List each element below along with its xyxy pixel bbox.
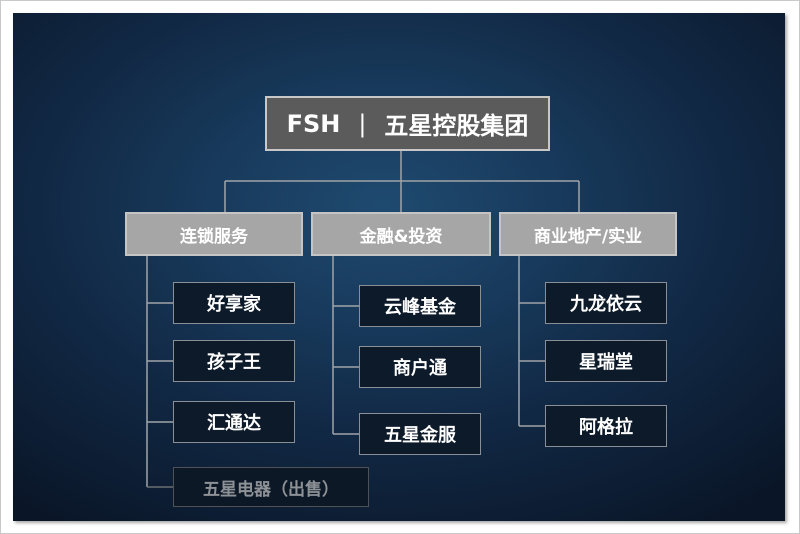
- leaf-label: 好享家: [207, 294, 261, 315]
- leaf-label: 九龙依云: [570, 294, 642, 315]
- connector-lines: [146, 151, 580, 488]
- category-label: 连锁服务: [180, 226, 248, 247]
- leaf-node: 好享家: [173, 282, 295, 324]
- leaf-label: 云峰基金: [384, 297, 456, 318]
- leaf-label: 星瑞堂: [579, 352, 633, 373]
- diagram-canvas: FSH | 五星控股集团 连锁服务 金融&投资 商业地产/实业 好享家 孩子王 …: [13, 13, 785, 521]
- leaf-label: 五星电器（出售）: [203, 479, 339, 500]
- root-code: FSH: [286, 109, 341, 138]
- leaf-node: 星瑞堂: [545, 340, 667, 382]
- category-label: 金融&投资: [359, 226, 443, 247]
- leaf-label: 阿格拉: [579, 417, 633, 438]
- leaf-node: 五星金服: [359, 413, 481, 455]
- leaf-node-sold: 五星电器（出售）: [173, 467, 369, 507]
- leaf-label: 商户通: [393, 358, 447, 379]
- category-label: 商业地产/实业: [533, 226, 643, 247]
- category-chain-services: 连锁服务: [125, 212, 303, 256]
- leaf-node: 九龙依云: [545, 282, 667, 324]
- leaf-node: 商户通: [359, 346, 481, 388]
- leaf-label: 孩子王: [207, 352, 261, 373]
- root-name: 五星控股集团: [384, 112, 529, 140]
- category-finance-investment: 金融&投资: [311, 212, 491, 256]
- category-real-estate-industry: 商业地产/实业: [499, 212, 677, 256]
- leaf-node: 云峰基金: [359, 285, 481, 327]
- leaf-node: 阿格拉: [545, 405, 667, 447]
- root-separator: |: [358, 109, 367, 138]
- leaf-label: 五星金服: [384, 425, 456, 446]
- leaf-node: 孩子王: [173, 340, 295, 382]
- leaf-label: 汇通达: [207, 413, 261, 434]
- root-node: FSH | 五星控股集团: [265, 96, 550, 151]
- leaf-node: 汇通达: [173, 401, 295, 443]
